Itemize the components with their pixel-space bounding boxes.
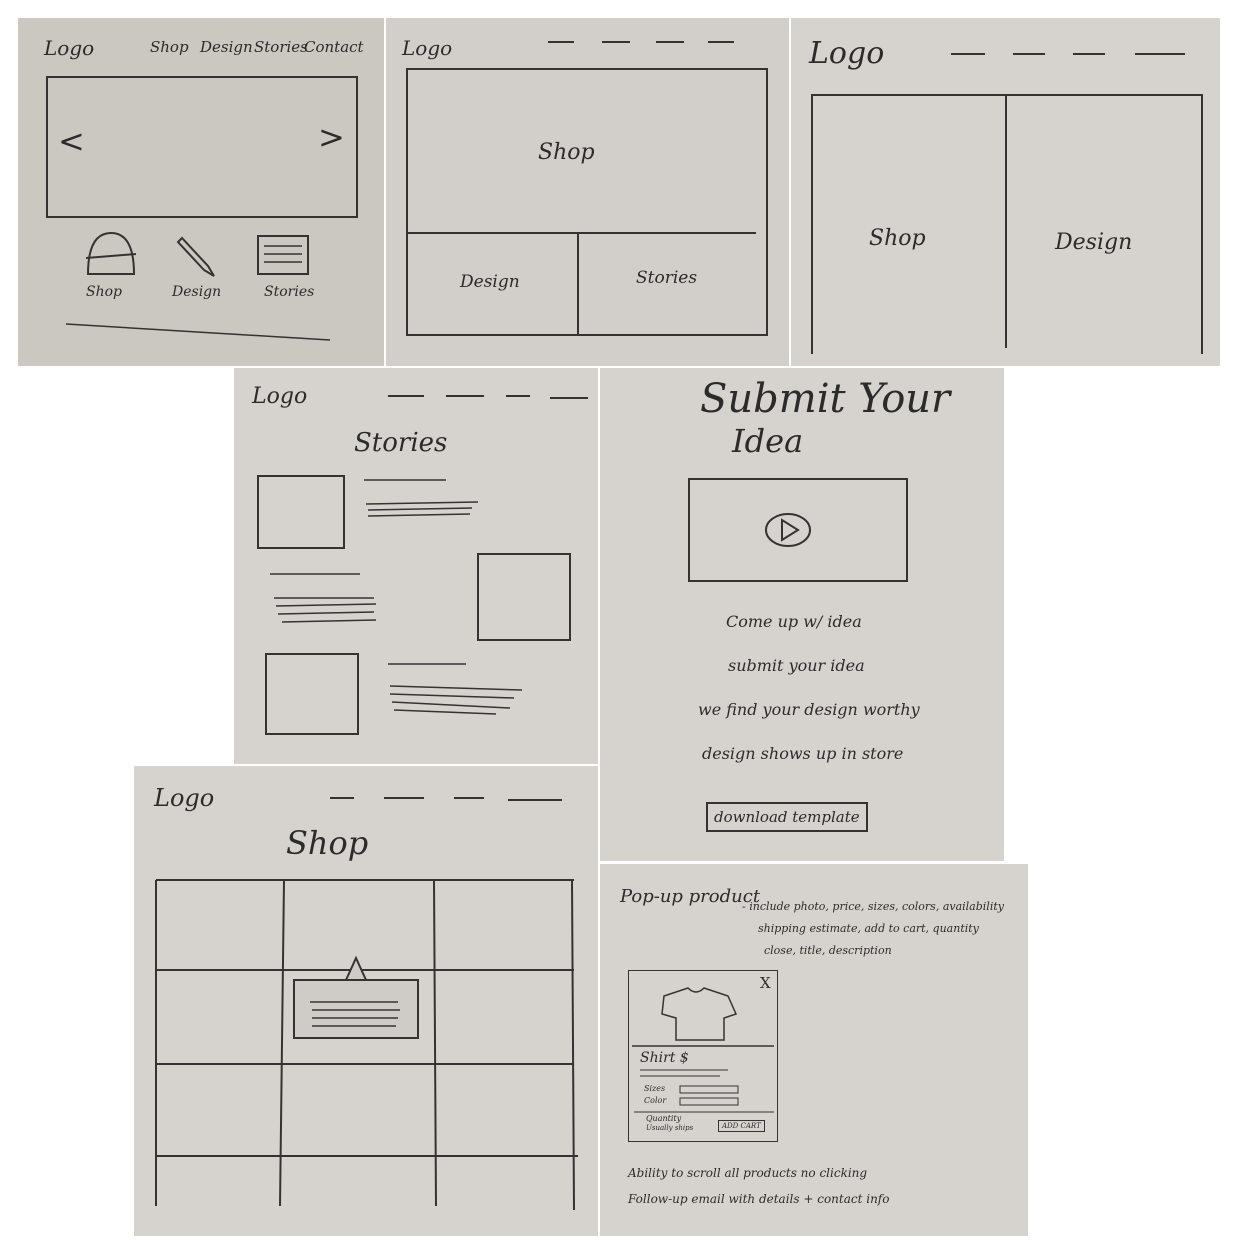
carousel-top-edge	[46, 76, 358, 78]
nav-contact[interactable]: Contact	[304, 38, 364, 56]
nav-dashes	[548, 41, 734, 43]
logo[interactable]: Logo	[252, 384, 308, 409]
feature-design-label[interactable]: Design	[172, 284, 222, 300]
page-title-line2: Idea	[732, 422, 804, 460]
play-button	[765, 513, 811, 547]
hero-shop-label[interactable]: Shop	[538, 140, 595, 165]
sketch-home-split: Logo Shop Design	[791, 18, 1220, 366]
logo[interactable]: Logo	[154, 784, 215, 812]
step-2: submit your idea	[728, 656, 865, 675]
story-image	[265, 653, 359, 735]
layout-frame	[406, 68, 768, 336]
sketch-shop-grid: Logo Shop	[134, 766, 598, 1236]
step-4: design shows up in store	[702, 744, 904, 763]
notes-heading: Pop-up product	[620, 886, 761, 907]
sketch-stories-page: Logo Stories	[234, 368, 598, 764]
nav-shop[interactable]: Shop	[150, 38, 189, 56]
panel-divider	[577, 232, 579, 336]
video-player[interactable]	[688, 478, 908, 582]
feature-icons	[65, 231, 331, 341]
carousel-next-icon[interactable]: >	[318, 118, 345, 156]
nav-stories[interactable]: Stories	[254, 38, 308, 56]
notes-line-2: shipping estimate, add to cart, quantity	[758, 922, 979, 935]
carousel-prev-icon[interactable]: <	[58, 122, 85, 160]
hero-carousel	[46, 76, 358, 218]
popup-details	[632, 987, 774, 1113]
product-grid	[155, 797, 578, 1211]
sketch-home-hero: Logo Shop Design Stories	[386, 18, 789, 366]
step-1: Come up w/ idea	[726, 612, 862, 631]
product-title: Shirt $	[640, 1050, 689, 1066]
story-image	[257, 475, 345, 549]
page-title: Stories	[354, 428, 448, 458]
footer-note-1: Ability to scroll all products no clicki…	[628, 1166, 868, 1180]
add-to-cart-button[interactable]: ADD CART	[718, 1120, 765, 1132]
sizes-label: Sizes	[644, 1084, 666, 1093]
split-shop-label[interactable]: Shop	[869, 226, 926, 251]
nav-design[interactable]: Design	[200, 38, 253, 56]
play-icon	[765, 513, 811, 547]
footer-note-2: Follow-up email with details + contact i…	[628, 1192, 890, 1206]
split-divider	[1005, 94, 1007, 348]
step-3: we find your design worthy	[698, 700, 920, 719]
story-image	[477, 553, 571, 641]
download-template-button[interactable]: download template	[706, 802, 868, 832]
feature-shop-label[interactable]: Shop	[86, 284, 122, 300]
page-title: Shop	[286, 824, 369, 862]
product-popup	[293, 979, 419, 1039]
footer-rule	[65, 323, 331, 341]
logo[interactable]: Logo	[44, 36, 95, 60]
close-icon[interactable]: X	[760, 974, 771, 992]
notes-line-1: - include photo, price, sizes, colors, a…	[742, 900, 1004, 913]
popup-modal	[628, 970, 778, 1142]
shipping-label: Usually ships	[646, 1124, 694, 1132]
panel-stories-label[interactable]: Stories	[636, 268, 698, 288]
pen-icon	[176, 236, 215, 277]
colors-label: Color	[644, 1096, 667, 1105]
sketch-home-carousel: Logo Shop Design Stories Contact < > Sho…	[18, 18, 384, 366]
feature-stories-label[interactable]: Stories	[264, 284, 315, 300]
shirt-icon	[661, 987, 738, 1041]
split-design-label[interactable]: Design	[1055, 230, 1133, 255]
article-icon	[257, 235, 309, 275]
sketch-submit-idea: Submit Your Idea Come up w/ idea submit …	[600, 368, 1004, 861]
split-frame	[811, 94, 1203, 354]
cap-icon	[86, 231, 136, 275]
logo[interactable]: Logo	[402, 36, 453, 60]
page-title: Submit Your	[700, 376, 951, 422]
logo[interactable]: Logo	[809, 36, 885, 71]
panel-design-label[interactable]: Design	[460, 272, 520, 292]
nav-dashes	[951, 53, 1185, 55]
stories-layout	[257, 395, 588, 735]
hero-divider	[406, 232, 756, 234]
notes-line-3: close, title, description	[764, 944, 892, 957]
sketch-popup-product: Pop-up product - include photo, price, s…	[600, 864, 1028, 1236]
quantity-label: Quantity	[646, 1114, 682, 1123]
